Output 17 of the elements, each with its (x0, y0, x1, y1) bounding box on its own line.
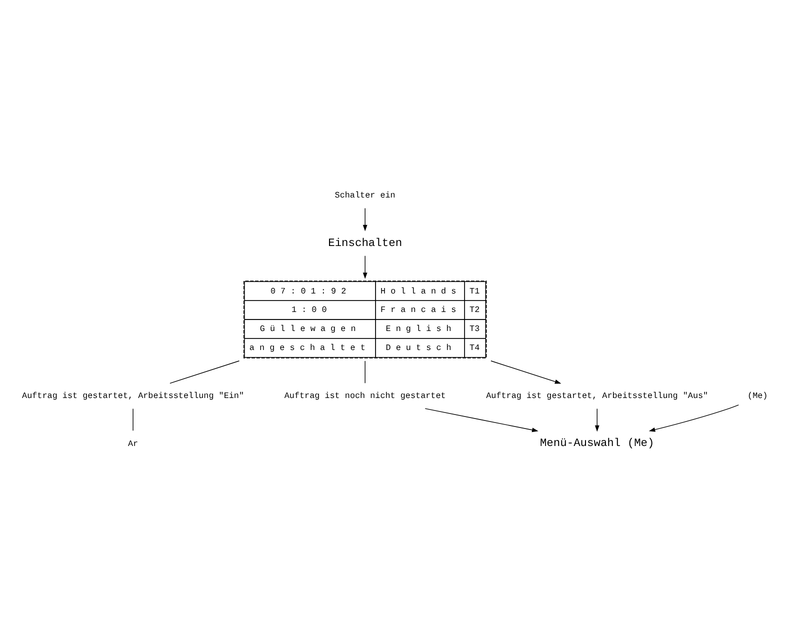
node-text: Auftrag ist noch nicht gestartet (284, 390, 446, 401)
node-text: Ar (128, 438, 138, 448)
arrow (490, 360, 562, 384)
arrow (362, 207, 368, 231)
node-text: Auftrag ist gestartet, Arbeitsstellung "Ein" (22, 390, 244, 401)
node-text: Menü-Auswahl (Me) (540, 438, 654, 450)
node-text: Schalter ein (334, 190, 396, 200)
arrow (648, 404, 739, 432)
arrow (594, 408, 600, 432)
arrow (424, 408, 538, 432)
connector (170, 360, 240, 384)
node-text: Auftrag ist gestartet, Arbeitsstellung "Aus" (486, 390, 708, 401)
node-text: (Me) (748, 390, 768, 401)
node-text: Einschalten (328, 237, 402, 250)
connector (364, 360, 366, 384)
arrow (362, 255, 368, 278)
connector (132, 408, 134, 430)
